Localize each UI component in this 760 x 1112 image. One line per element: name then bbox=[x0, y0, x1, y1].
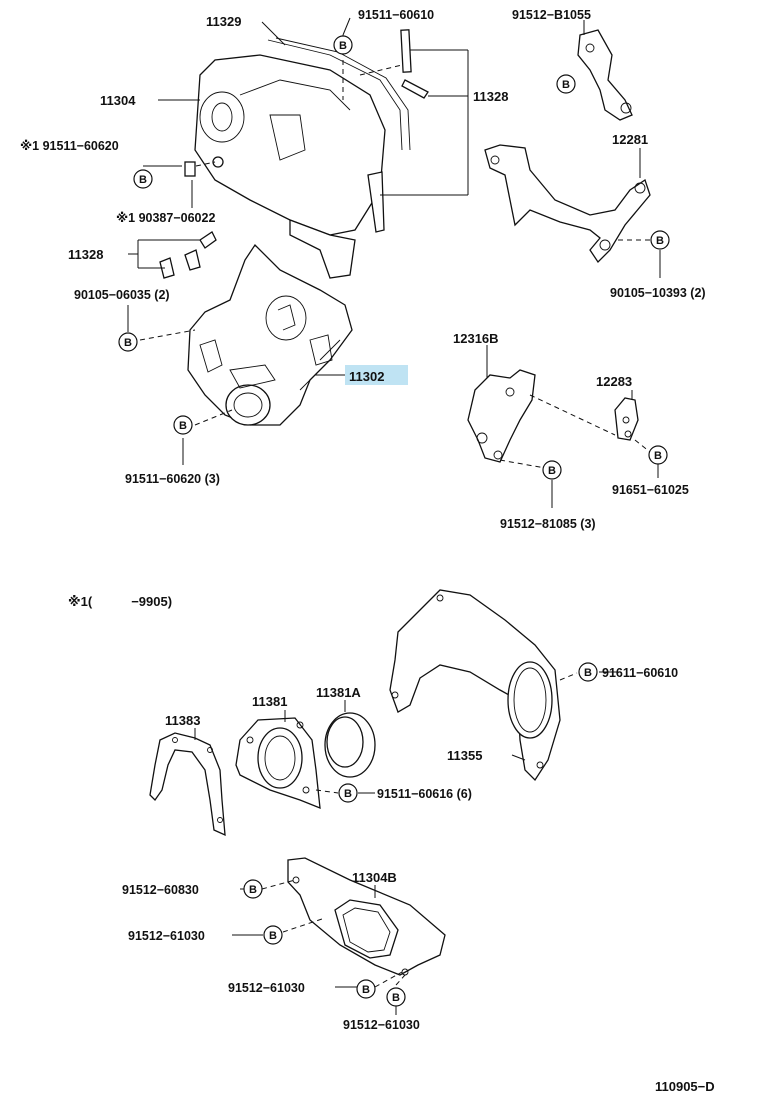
bolt-marker[interactable]: B bbox=[578, 662, 598, 682]
svg-text:B: B bbox=[344, 788, 352, 800]
part-label-91611-60610[interactable]: 91611−60610 bbox=[602, 666, 678, 680]
footnote-1: ※1( −9905) bbox=[68, 594, 172, 609]
part-label-11304[interactable]: 11304 bbox=[100, 93, 136, 108]
bolt-marker[interactable]: B bbox=[243, 879, 263, 899]
end-plate-11355[interactable] bbox=[389, 589, 561, 782]
part-label-90387-06022[interactable]: ※1 90387−06022 bbox=[116, 211, 215, 225]
svg-text:B: B bbox=[124, 337, 132, 349]
part-label-11304B[interactable]: 11304B bbox=[352, 870, 397, 885]
part-label-91512-81085[interactable]: 91512−81085 (3) bbox=[500, 517, 596, 531]
bolt-marker[interactable]: B bbox=[650, 230, 670, 250]
highlight-11302 bbox=[345, 365, 408, 385]
svg-text:B: B bbox=[249, 884, 257, 896]
bracket-12316B[interactable] bbox=[467, 369, 536, 463]
part-label-11328-left[interactable]: 11328 bbox=[68, 247, 103, 262]
svg-text:B: B bbox=[139, 174, 147, 186]
part-label-11302[interactable]: 11302 bbox=[349, 369, 384, 384]
bolt-marker[interactable]: B bbox=[173, 415, 193, 435]
part-label-91512-61030-c[interactable]: 91512−61030 bbox=[343, 1018, 420, 1032]
svg-text:B: B bbox=[562, 79, 570, 91]
leader-lines bbox=[127, 17, 661, 1015]
part-label-91512-61030-b[interactable]: 91512−61030 bbox=[228, 981, 305, 995]
svg-text:B: B bbox=[654, 450, 662, 462]
bracket-91512-B1055[interactable] bbox=[577, 29, 633, 121]
bolt-marker[interactable]: B bbox=[333, 35, 353, 55]
part-label-11328-top[interactable]: 11328 bbox=[473, 89, 508, 104]
svg-text:B: B bbox=[656, 235, 664, 247]
bolt-marker[interactable]: B bbox=[118, 332, 138, 352]
part-label-11383[interactable]: 11383 bbox=[165, 713, 200, 728]
svg-text:B: B bbox=[179, 420, 187, 432]
bolt-marker[interactable]: B bbox=[556, 74, 576, 94]
bolt-marker[interactable]: B bbox=[133, 169, 153, 189]
bolt-marker[interactable]: B bbox=[356, 979, 376, 999]
timing-belt-cover-no2[interactable] bbox=[194, 37, 411, 279]
part-label-91651-61025[interactable]: 91651−61025 bbox=[612, 483, 689, 497]
bolt-marker[interactable]: B bbox=[648, 445, 668, 465]
svg-text:B: B bbox=[392, 992, 400, 1004]
part-label-91512-B1055[interactable]: 91512−B1055 bbox=[512, 8, 591, 22]
part-label-91511-60616[interactable]: 91511−60616 (6) bbox=[377, 787, 472, 801]
part-label-12283[interactable]: 12283 bbox=[596, 374, 632, 389]
svg-text:B: B bbox=[584, 667, 592, 679]
part-label-12316B[interactable]: 12316B bbox=[453, 331, 499, 346]
bolt-marker[interactable]: B bbox=[338, 783, 358, 803]
diagram-code: 110905−D bbox=[655, 1079, 715, 1094]
svg-text:B: B bbox=[269, 930, 277, 942]
svg-text:B: B bbox=[548, 465, 556, 477]
svg-text:B: B bbox=[362, 984, 370, 996]
part-label-11355[interactable]: 11355 bbox=[447, 748, 482, 763]
oil-seal-retainer-11381[interactable] bbox=[235, 717, 321, 810]
bolt-marker[interactable]: B bbox=[263, 925, 283, 945]
part-label-91512-60830[interactable]: 91512−60830 bbox=[122, 883, 199, 897]
part-label-91511-60610[interactable]: 91511−60610 bbox=[358, 8, 434, 22]
part-label-91512-61030-a[interactable]: 91512−61030 bbox=[128, 929, 205, 943]
belt-guide-11328-top[interactable] bbox=[367, 29, 429, 233]
part-label-11381[interactable]: 11381 bbox=[252, 694, 287, 709]
timing-belt-cover-no1[interactable] bbox=[187, 243, 353, 426]
part-label-12281[interactable]: 12281 bbox=[612, 132, 648, 147]
svg-text:B: B bbox=[339, 40, 347, 52]
bolt-marker[interactable]: B bbox=[542, 460, 562, 480]
part-label-90105-06035[interactable]: 90105−06035 (2) bbox=[74, 288, 170, 302]
gasket-11383[interactable] bbox=[149, 732, 226, 837]
bracket-12281[interactable] bbox=[484, 144, 651, 264]
oil-seal-11381A[interactable] bbox=[324, 712, 376, 778]
part-label-91511-60620[interactable]: ※1 91511−60620 bbox=[20, 139, 119, 153]
part-label-11329[interactable]: 11329 bbox=[206, 14, 241, 29]
bracket-12283[interactable] bbox=[614, 397, 639, 441]
gasket-pieces[interactable] bbox=[159, 156, 224, 279]
bolt-marker[interactable]: B bbox=[386, 987, 406, 1007]
part-label-90105-10393[interactable]: 90105−10393 (2) bbox=[610, 286, 706, 300]
timing-belt-cover-11304B[interactable] bbox=[287, 857, 446, 976]
part-label-91511-60620-3[interactable]: 91511−60620 (3) bbox=[125, 472, 220, 486]
part-label-11381A[interactable]: 11381A bbox=[316, 685, 361, 700]
